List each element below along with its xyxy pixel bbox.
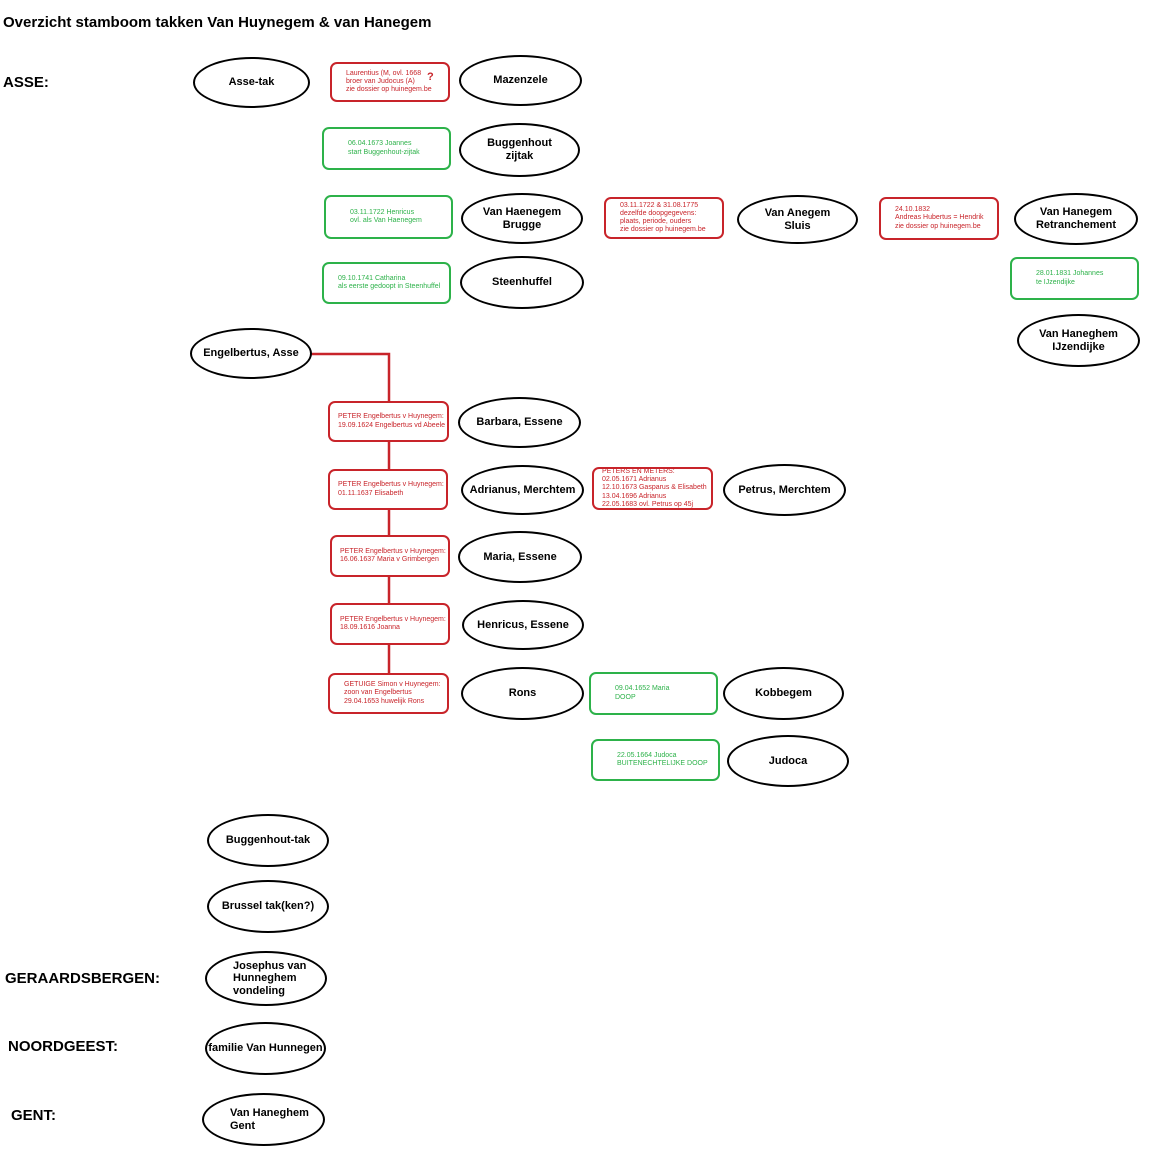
note-maria-1652: 09.04.1652 Maria DOOP: [589, 672, 718, 715]
note-laurentius: Laurentius (M, ovl. 1668 broer van Judoc…: [330, 62, 450, 102]
node-van-haneghem-gent: Van Haneghem Gent: [202, 1093, 325, 1146]
node-asse-tak: Asse-tak: [193, 57, 310, 108]
region-gent: GENT:: [11, 1107, 56, 1124]
note-henricus-1722: 03.11.1722 Henricus ovl. als Van Haenege…: [324, 195, 453, 239]
node-mazenzele: Mazenzele: [459, 55, 582, 106]
node-van-hanegem-retranchement: Van Hanegem Retranchement: [1014, 193, 1138, 245]
note-andreas-hubertus: 24.10.1832 Andreas Hubertus = Hendrik zi…: [879, 197, 999, 240]
region-geraardsbergen: GERAARDSBERGEN:: [5, 970, 161, 987]
note-laurentius-question-mark: ?: [427, 71, 434, 83]
note-peter-joanna: PETER Engelbertus v Huynegem: 18.09.1616…: [330, 603, 450, 645]
region-asse: ASSE:: [3, 74, 49, 91]
note-getuige-simon: GETUIGE Simon v Huynegem: zoon van Engel…: [328, 673, 449, 714]
node-kobbegem: Kobbegem: [723, 667, 844, 720]
node-van-haenegem-brugge: Van Haenegem Brugge: [461, 193, 583, 244]
node-rons: Rons: [461, 667, 584, 720]
node-henricus-essene: Henricus, Essene: [462, 600, 584, 650]
node-josephus-vondeling: Josephus van Hunneghem vondeling: [205, 951, 327, 1006]
note-johannes-1831: 28.01.1831 Johannes te IJzendijke: [1010, 257, 1139, 300]
node-buggenhout-zijtak: Buggenhout zijtak: [459, 123, 580, 177]
node-familie-van-hunnegen: familie Van Hunnegen: [205, 1022, 326, 1075]
node-adrianus-merchtem: Adrianus, Merchtem: [461, 465, 584, 515]
note-catharina-1741: 09.10.1741 Catharina als eerste gedoopt …: [322, 262, 451, 304]
node-petrus-merchtem: Petrus, Merchtem: [723, 464, 846, 516]
node-maria-essene: Maria, Essene: [458, 531, 582, 583]
node-van-anegem-sluis: Van Anegem Sluis: [737, 195, 858, 244]
page-title: Overzicht stamboom takken Van Huynegem &…: [3, 14, 432, 31]
note-doopgegevens: 03.11.1722 & 31.08.1775 dezelfde doopgeg…: [604, 197, 724, 239]
node-brussel-tak: Brussel tak(ken?): [207, 880, 329, 933]
node-judoca: Judoca: [727, 735, 849, 787]
note-peter-maria: PETER Engelbertus v Huynegem: 16.06.1637…: [330, 535, 450, 577]
node-barbara-essene: Barbara, Essene: [458, 397, 581, 448]
node-steenhuffel: Steenhuffel: [460, 256, 584, 309]
note-joannes-1673: 06.04.1673 Joannes start Buggenhout-zijt…: [322, 127, 451, 170]
note-peter-elisabeth: PETER Engelbertus v Huynegem: 01.11.1637…: [328, 469, 448, 510]
note-peter-barbara: PETER Engelbertus v Huynegem: 19.09.1624…: [328, 401, 449, 442]
node-buggenhout-tak: Buggenhout-tak: [207, 814, 329, 867]
note-judoca-1664: 22.05.1664 Judoca BUITENECHTELIJKE DOOP: [591, 739, 720, 781]
note-peters-meters: PETERS EN METERS: 02.05.1671 Adrianus 12…: [592, 467, 713, 510]
region-noordgeest: NOORDGEEST:: [8, 1038, 119, 1055]
node-van-haneghem-ijzendijke: Van Haneghem IJzendijke: [1017, 314, 1140, 367]
node-engelbertus-asse: Engelbertus, Asse: [190, 328, 312, 379]
